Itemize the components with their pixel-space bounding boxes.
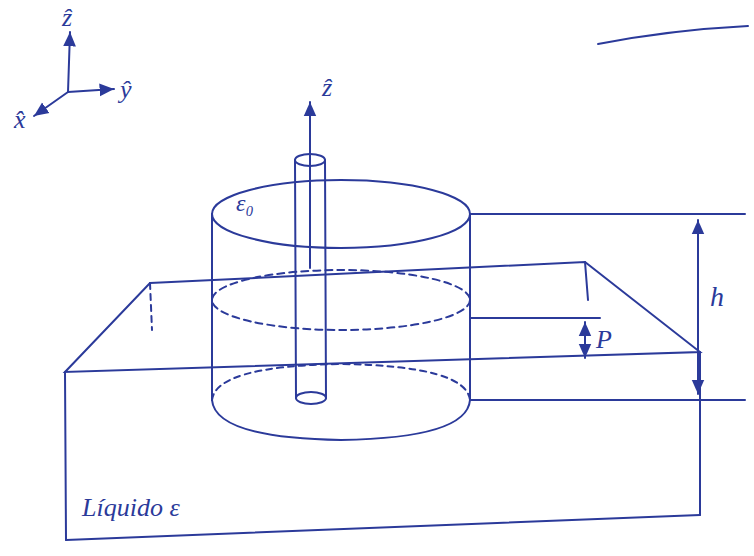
box-edge [65,372,66,540]
cylinder-bottom-hidden [212,364,470,400]
tube-side [295,160,296,398]
dim-line [470,213,745,215]
tube-side [325,160,326,398]
box-edge [699,352,701,515]
z-axis [68,32,70,92]
underline [598,26,748,44]
axis-label: ẑ [60,4,74,32]
dim-line [470,317,600,319]
cylinder-side [211,214,213,400]
center-axis [309,102,311,268]
cylinder-top [212,180,470,248]
liquid-label: Líquido ε [80,494,182,522]
tube-bottom [296,392,326,404]
permittivity-label: ε₀ [234,190,256,216]
dimension-label: P [594,326,614,354]
drawing [34,26,748,540]
dimension-label: h [708,282,726,312]
cylinder-bottom [212,400,470,440]
axis-label: ŷ [118,76,134,104]
x-axis [34,92,68,116]
p-arrow [584,322,586,358]
cylinder-side [469,214,471,400]
liquid-surface [65,262,700,372]
h-arrow [697,220,699,394]
liquid-level [212,270,470,330]
box-edge-hidden [150,283,152,330]
box-edge [585,262,588,300]
dim-line [470,399,745,401]
y-axis [68,89,114,92]
axis-label: x̂ [12,106,28,134]
axis-label: ẑ [320,74,334,102]
